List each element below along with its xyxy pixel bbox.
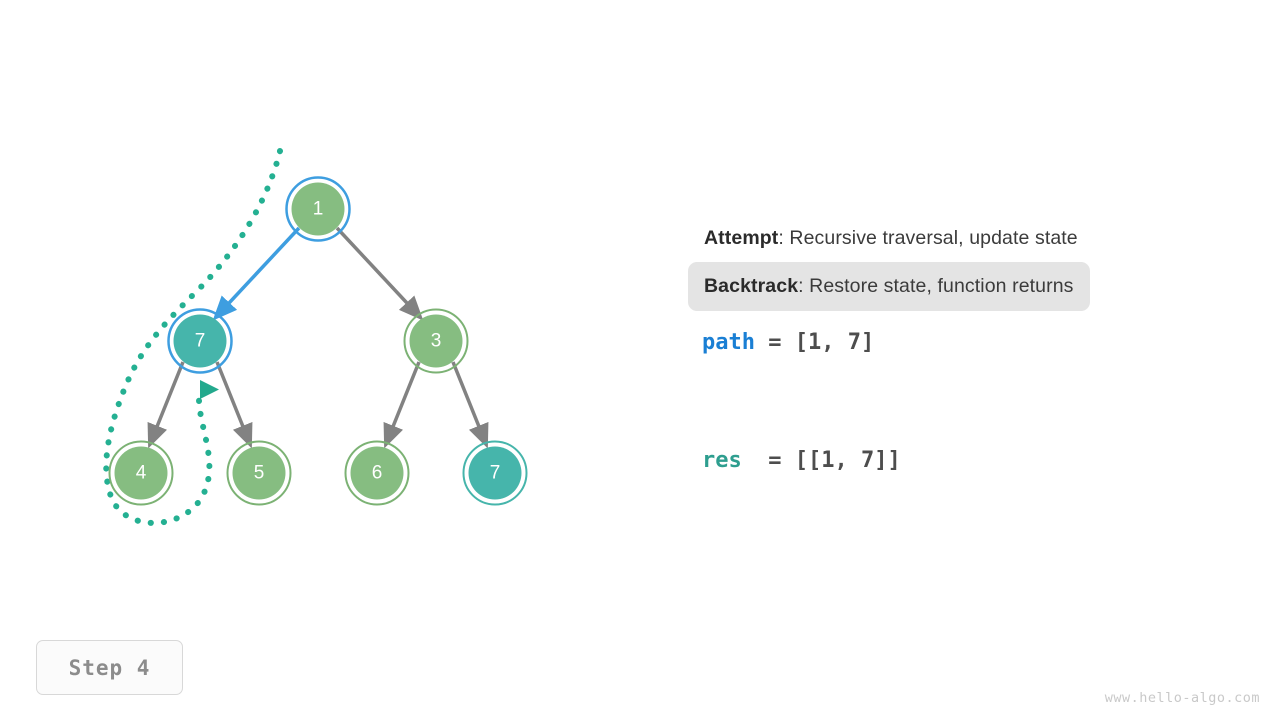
backtrack-line-highlighted: Backtrack: Restore state, function retur…	[688, 262, 1090, 311]
backtrack-label: Backtrack	[704, 275, 799, 298]
binary-tree-diagram: 1 7 3 4 5 6	[103, 148, 528, 526]
tree-node-3[interactable]: 3	[403, 308, 469, 374]
attempt-line: Attempt: Recursive traversal, update sta…	[688, 222, 1208, 254]
tree-node-7-right[interactable]: 7	[462, 440, 528, 506]
tree-node-4-label: 4	[136, 463, 147, 484]
info-panel: Attempt: Recursive traversal, update sta…	[688, 222, 1208, 311]
backtrack-text: : Restore state, function returns	[798, 275, 1074, 298]
edge-n1-n7l	[212, 226, 301, 321]
tree-node-5-label: 5	[254, 463, 265, 484]
variable-path-row: path = [1, 7]	[702, 330, 874, 355]
tree-node-6[interactable]: 6	[344, 440, 410, 506]
variable-res-row: res = [[1, 7]]	[702, 448, 901, 473]
tree-node-4[interactable]: 4	[108, 440, 174, 506]
edge-n3-n7r	[451, 361, 489, 449]
variable-path-value: = [1, 7]	[754, 330, 875, 355]
edge-n7l-n5	[215, 361, 253, 449]
tree-node-7-left-label: 7	[195, 331, 206, 352]
tree-node-1[interactable]: 1	[285, 176, 351, 242]
watermark: www.hello-algo.com	[1104, 690, 1260, 706]
attempt-label: Attempt	[704, 227, 779, 249]
tree-node-5[interactable]: 5	[226, 440, 292, 506]
variable-res-value: = [[1, 7]]	[741, 448, 901, 473]
edge-n1-n3	[335, 226, 424, 321]
variable-path-name: path	[702, 330, 755, 355]
step-badge-label: Step 4	[68, 655, 151, 680]
tree-node-6-label: 6	[372, 463, 383, 484]
edge-n7l-n4	[147, 361, 185, 449]
tree-node-1-label: 1	[313, 199, 324, 220]
tree-node-7-right-label: 7	[490, 463, 501, 484]
tree-node-7-left[interactable]: 7	[167, 308, 233, 374]
tree-node-3-label: 3	[431, 331, 442, 352]
tree-edges	[147, 226, 489, 449]
backtrack-dotted-path	[103, 148, 283, 526]
backtrack-triangle-marker	[200, 380, 219, 399]
tree-nodes: 1 7 3 4 5 6	[108, 176, 528, 506]
attempt-text: : Recursive traversal, update state	[778, 227, 1078, 249]
edge-n3-n6	[383, 361, 421, 449]
variable-res-name: res	[702, 448, 742, 473]
step-badge: Step 4	[36, 640, 183, 695]
